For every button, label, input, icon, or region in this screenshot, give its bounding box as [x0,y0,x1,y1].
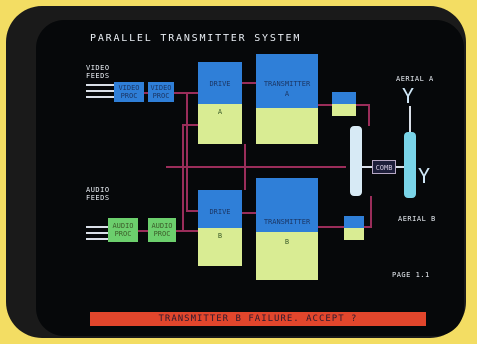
wire-vp1-vp2 [144,92,148,94]
coax-tube-icon[interactable] [350,126,362,196]
drive-a-sub-label: A [217,108,223,116]
audio-feed-wire-3 [86,238,108,240]
transmitter-a-sub-label: A [284,90,290,98]
audio-feed-wire-1 [86,226,108,228]
wire-tx-a-out [318,104,332,106]
wire-ap2-drive-b [176,230,198,232]
output-stage-a-bottom[interactable] [332,104,356,116]
video-feed-wire-2 [86,90,114,92]
wire-to-drive-a [182,124,198,126]
wire-out-a-right [356,104,370,106]
video-feed-wire-1 [86,84,114,86]
transmitter-b-sub-label: B [284,238,290,246]
transmitter-a-lower[interactable] [256,108,318,144]
drive-b-lower[interactable]: B [198,228,242,266]
drive-b[interactable]: DRIVE [198,190,242,228]
audio-processor-1[interactable]: AUDIO PROC [108,218,138,242]
drive-a-label: DRIVE [209,80,231,88]
wire-out-b-up [370,196,372,226]
wire-drive-b-tx-b [242,212,256,214]
coax-tube-icon-2[interactable] [404,132,416,198]
wire-tx-b-out [318,226,344,228]
wire-audio-to-drive-a [182,124,184,230]
wire-out-b-right [364,226,372,228]
wire-tube-comb [362,166,372,168]
crt-screen: PARALLEL TRANSMITTER SYSTEM VIDEO FEEDS … [36,20,464,336]
aerial-a-label: AERIAL A [396,75,434,83]
aerial-b-label: AERIAL B [398,215,436,223]
video-feeds-label: VIDEO FEEDS [86,64,110,80]
wire-bus [166,166,346,168]
wire-comb-tube [396,166,404,168]
wire-drive-a-tx-a [242,82,256,84]
audio-feeds-label: AUDIO FEEDS [86,186,110,202]
wire-out-a-down [368,104,370,126]
output-stage-a-top[interactable] [332,92,356,104]
transmitter-b-label: TRANSMITTER [263,218,311,226]
video-processor-1-label: VIDEO PROC [118,84,140,100]
aerial-a-feed [409,106,411,132]
page-indicator: PAGE 1.1 [392,271,430,279]
combiner-label: COMB [375,164,393,172]
antenna-icon-2: Y [418,164,431,188]
combiner-unit[interactable]: COMB [372,160,396,174]
video-processor-2[interactable]: VIDEO PROC [148,82,174,102]
output-stage-b-top[interactable] [344,216,364,228]
screen-title: PARALLEL TRANSMITTER SYSTEM [90,33,302,44]
drive-b-label: DRIVE [209,208,231,216]
transmitter-b-lower[interactable]: B [256,232,318,280]
alert-message-bar[interactable]: TRANSMITTER B FAILURE. ACCEPT ? [90,312,426,326]
transmitter-b[interactable]: TRANSMITTER [256,178,318,232]
video-feed-wire-3 [86,96,114,98]
drive-b-sub-label: B [217,232,223,240]
drive-a-lower[interactable]: A [198,104,242,144]
antenna-icon: Y [402,84,415,108]
monitor-bezel: PARALLEL TRANSMITTER SYSTEM VIDEO FEEDS … [6,6,466,338]
wire-to-drive-b [186,210,198,212]
audio-processor-2[interactable]: AUDIO PROC [148,218,176,242]
transmitter-a-label: TRANSMITTER [263,80,311,88]
audio-feed-wire-2 [86,232,108,234]
drive-a[interactable]: DRIVE [198,62,242,104]
video-processor-2-label: VIDEO PROC [150,84,172,100]
transmitter-a[interactable]: TRANSMITTER A [256,54,318,108]
wire-ap1-ap2 [138,230,148,232]
output-stage-b-bottom[interactable] [344,228,364,240]
audio-processor-1-label: AUDIO PROC [112,222,134,238]
wire-video-to-drive-b [186,92,188,210]
video-processor-1[interactable]: VIDEO PROC [114,82,144,102]
audio-processor-2-label: AUDIO PROC [151,222,173,238]
